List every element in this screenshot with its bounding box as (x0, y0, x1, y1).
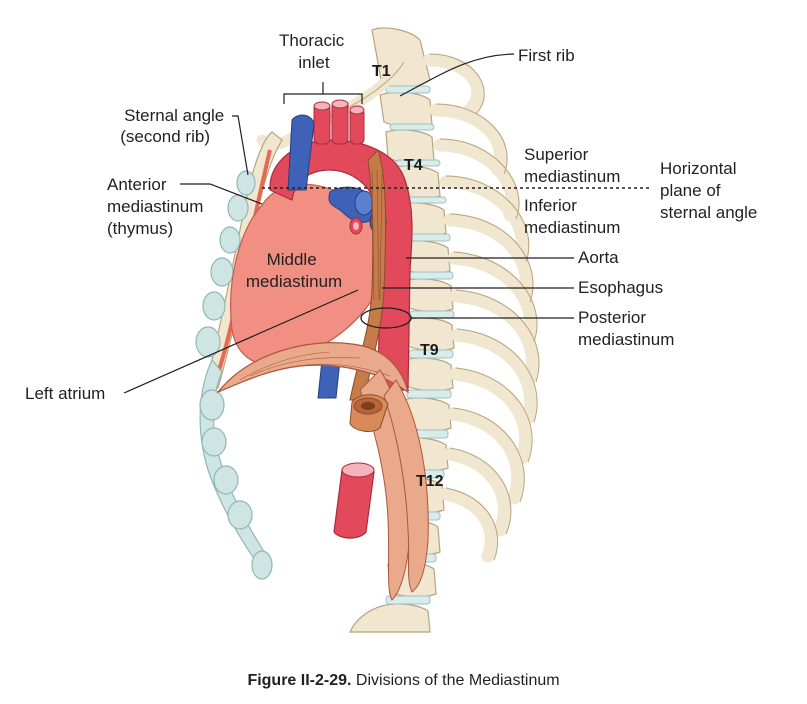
first-rib-label: First rib (518, 46, 575, 65)
ribs (423, 53, 539, 563)
esophageal-hiatus (349, 394, 389, 432)
thoracic-inlet-label: Thoracic inlet (279, 31, 349, 72)
esophagus-striations (371, 169, 383, 301)
diaphragm-crura-2 (383, 379, 429, 593)
esophagus (349, 149, 387, 401)
vertebra-t12-label: T12 (416, 473, 444, 490)
rib-outlines (429, 53, 540, 561)
figure-number: Figure II-2-29. (247, 672, 352, 689)
abdominal-aorta-lumen (341, 462, 375, 478)
anterior-mediastinum-label: Anterior mediastinum (thymus) (107, 175, 208, 238)
superior-vena-cava (287, 114, 315, 191)
figure-title: Divisions of the Mediastinum (355, 672, 560, 689)
aorta-label: Aorta (578, 248, 619, 267)
vertebra-t1-label: T1 (372, 63, 391, 80)
great-vessels (313, 99, 365, 145)
costal-cartilages (195, 170, 273, 580)
posterior-mediastinum-label: Posterior mediastinum (578, 308, 674, 349)
vertebra-t9-label: T9 (420, 342, 439, 359)
middle-mediastinum-label: Middle mediastinum (246, 250, 342, 291)
superior-mediastinum-label: Superior mediastinum (524, 145, 620, 186)
left-atrium-label: Left atrium (25, 384, 105, 403)
sternal-angle-label: Sternal angle (second rib) (120, 106, 229, 146)
esophagus-label: Esophagus (578, 278, 663, 297)
leader-lines (123, 53, 574, 394)
inferior-mediastinum-label: Inferior mediastinum (524, 196, 620, 237)
figure-caption: Figure II-2-29. Divisions of the Mediast… (0, 672, 807, 690)
diaphragm-striations (239, 351, 391, 381)
horizontal-plane-label: Horizontal plane of sternal angle (660, 159, 757, 222)
vertebra-t4-label: T4 (404, 157, 423, 174)
